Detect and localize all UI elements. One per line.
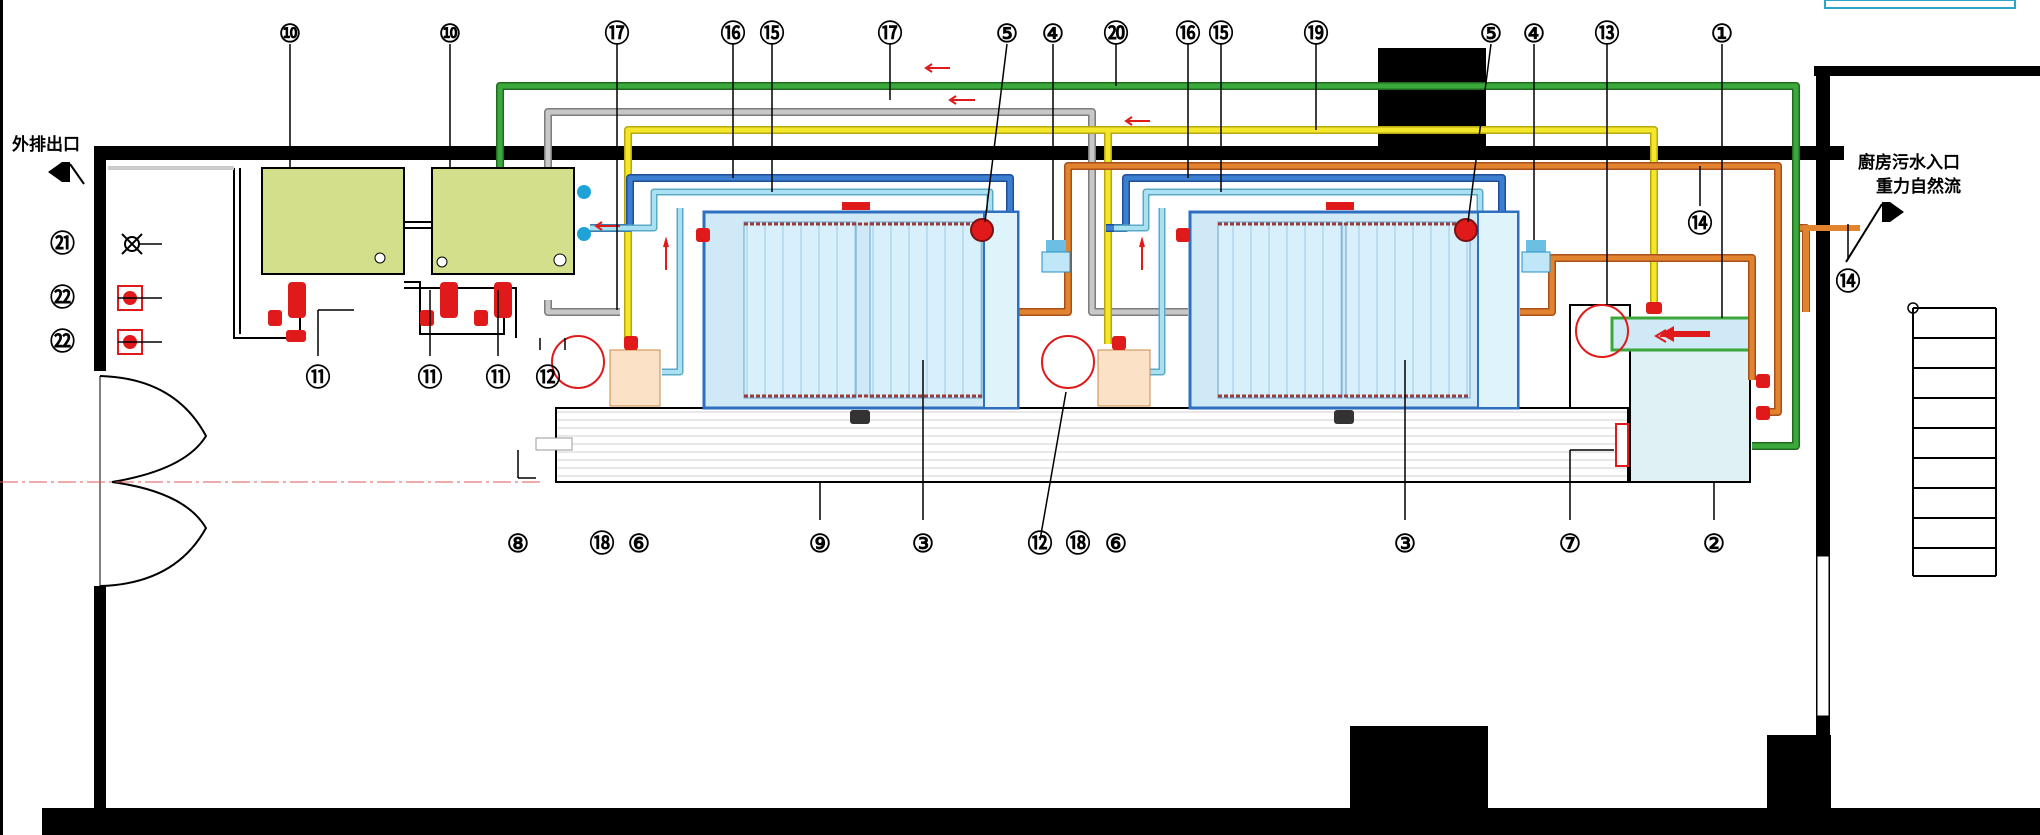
callout-21: ㉑ (50, 229, 75, 258)
callouts-side: ㉑ ㉒ ㉒ ⑪ ⑪ ⑪ ⑫ ⑭ ⑭ (50, 209, 1861, 392)
callout-5b: ⑤ (1480, 19, 1502, 48)
stairs (1907, 302, 1997, 577)
callout-16b: ⑯ (1175, 19, 1200, 48)
inlet-label-line2: 重力自然流 (1876, 176, 1961, 197)
callout-2: ② (1703, 529, 1725, 558)
collection-tank (1629, 349, 1751, 483)
column-bottom-mid (1350, 726, 1488, 810)
blower-icon-left (1041, 240, 1071, 273)
bottom-wall (42, 808, 2040, 835)
big-red-arrow (1660, 326, 1710, 342)
callout-22b: ㉒ (50, 327, 75, 356)
callout-17b: ⑰ (877, 19, 902, 48)
callouts-bottom: ⑧ ⑱ ⑥ ⑨ ③ ⑫ ⑱ ⑥ ③ ⑦ ② (507, 529, 1725, 558)
callout-20: ⑳ (1103, 19, 1128, 48)
callout-9: ⑨ (809, 529, 831, 558)
dosing-box-right (1097, 349, 1151, 407)
right-wall-gap (1816, 555, 1830, 717)
callouts-top: ⑩ ⑩ ⑰ ⑯ ⑮ ⑰ ⑤ ④ ⑳ ⑯ ⑮ ⑲ ⑤ ④ ⑬ ① (279, 19, 1733, 48)
left-wall-lower (94, 586, 106, 808)
left-wall-upper (94, 146, 106, 371)
callout-12b: ⑫ (1027, 529, 1052, 558)
callout-17a: ⑰ (604, 19, 629, 48)
callout-11a: ⑪ (305, 363, 330, 392)
flow-arrows (594, 63, 1690, 343)
callout-19: ⑲ (1303, 19, 1328, 48)
callout-4a: ④ (1042, 19, 1064, 48)
chemical-tank-2 (431, 167, 575, 275)
callout-3a: ③ (912, 529, 934, 558)
callout-6a: ⑥ (628, 529, 650, 558)
callout-12a: ⑫ (535, 363, 560, 392)
leader-lines (118, 43, 1849, 541)
callout-18a: ⑱ (589, 529, 614, 558)
callout-10a: ⑩ (279, 19, 301, 48)
callout-1: ① (1711, 19, 1733, 48)
membrane-tank-right (1188, 202, 1520, 424)
channel-inlet-arrow (535, 437, 573, 451)
meter-icons (117, 285, 143, 355)
outlet-icon (48, 162, 85, 185)
membrane-tank-left (702, 202, 1020, 424)
inlet-label-line1: 廚房污水入口 (1858, 152, 1960, 173)
callout-3b: ③ (1394, 529, 1416, 558)
channel (555, 407, 1629, 483)
tank-outlets (577, 185, 591, 241)
callout-11b: ⑪ (417, 363, 442, 392)
dosing-box-left (609, 349, 661, 407)
callout-18b: ⑱ (1065, 529, 1090, 558)
top-wall-right (1814, 66, 2040, 76)
door (99, 375, 208, 587)
top-wall (98, 146, 1844, 160)
callout-13: ⑬ (1594, 19, 1619, 48)
callout-15a: ⑮ (759, 19, 784, 48)
callout-4b: ④ (1523, 19, 1545, 48)
callout-11c: ⑪ (485, 363, 510, 392)
callout-5a: ⑤ (996, 19, 1018, 48)
callout-7: ⑦ (1559, 529, 1581, 558)
callout-14a: ⑭ (1687, 209, 1712, 238)
frame-left-edge (0, 0, 3, 835)
screen-highlight (1575, 304, 1629, 358)
callout-14b: ⑭ (1835, 267, 1860, 296)
callout-16a: ⑯ (720, 19, 745, 48)
frame-top-right (1824, 0, 2016, 9)
callout-22a: ㉒ (50, 283, 75, 312)
outlet-label: 外排出口 (12, 134, 80, 155)
column-bottom-right (1767, 735, 1831, 810)
level-sensor (1615, 423, 1629, 467)
inlet-icon (1845, 202, 1904, 263)
inlet-pipe (1803, 225, 1860, 312)
callout-6b: ⑥ (1105, 529, 1127, 558)
blower-icon-right (1521, 240, 1551, 273)
callout-10b: ⑩ (439, 19, 461, 48)
callout-8: ⑧ (507, 529, 529, 558)
callout-15b: ⑮ (1208, 19, 1233, 48)
